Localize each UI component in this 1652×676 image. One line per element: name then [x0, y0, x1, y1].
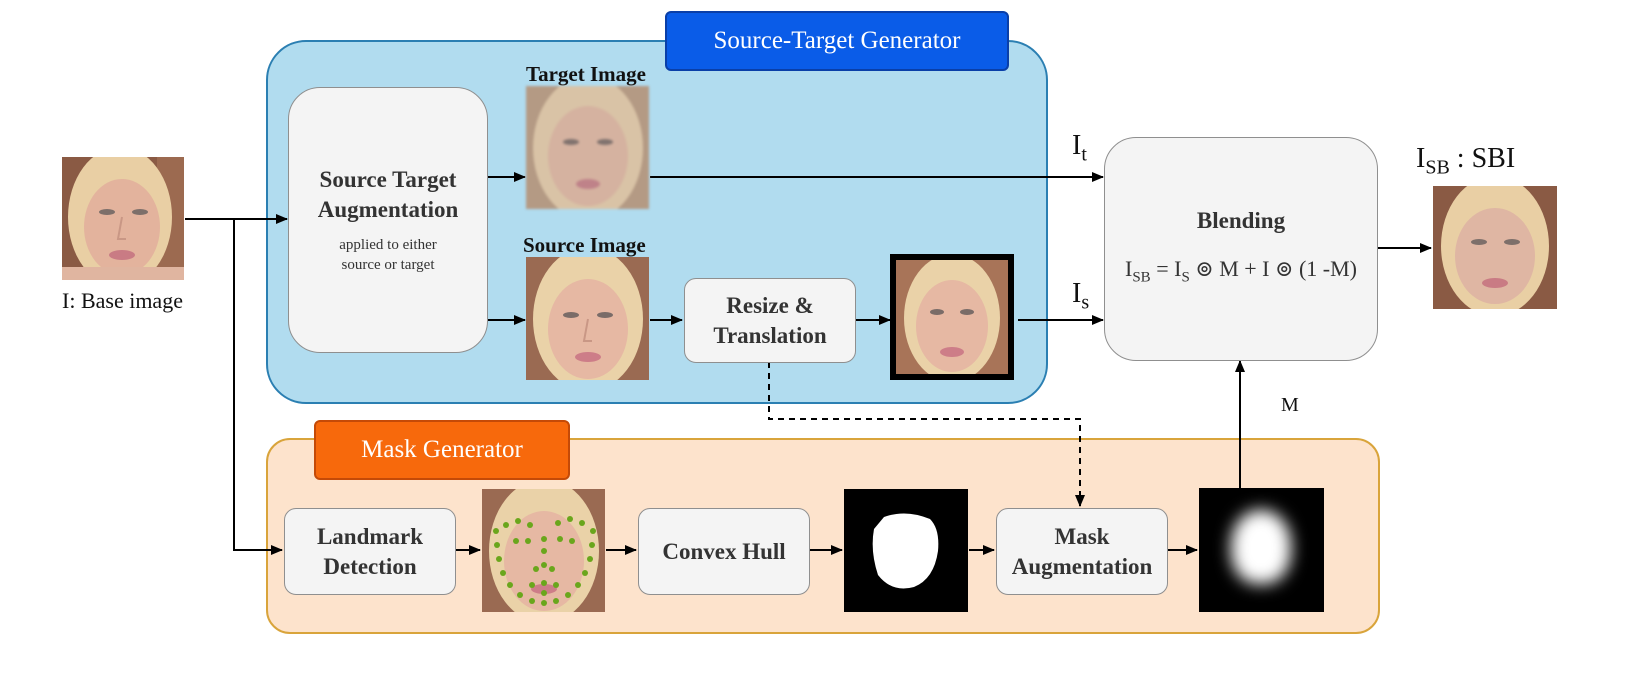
face-graphic — [62, 157, 184, 280]
convex-hull-label: Convex Hull — [662, 538, 786, 564]
blurred-mask-blob — [1231, 510, 1291, 584]
source-target-augmentation-box: Source Target Augmentation applied to ei… — [288, 87, 488, 353]
sta-title: Source Target Augmentation — [317, 167, 459, 222]
hull-mask-graphic — [844, 489, 968, 612]
blurred-mask-image — [1199, 488, 1324, 612]
edge-label-it: It — [1072, 130, 1087, 166]
mask-title: Mask Generator — [314, 420, 570, 480]
convex-hull-box: Convex Hull — [638, 508, 810, 595]
face-graphic — [526, 86, 649, 209]
output-label: ISB : SBI — [1416, 143, 1516, 179]
mask-aug-label: Mask Augmentation — [1011, 523, 1153, 579]
face-graphic — [482, 489, 605, 612]
face-graphic — [1433, 186, 1557, 309]
base-image — [62, 157, 184, 280]
resize-translation-box: Resize & Translation — [684, 278, 856, 363]
blending-title: Blending — [1196, 207, 1286, 233]
base-image-label: I: Base image — [62, 288, 183, 313]
face-graphic — [526, 257, 649, 380]
sta-note: applied to either source or target — [339, 237, 437, 273]
hull-mask-image — [844, 489, 968, 612]
face-graphic — [896, 260, 1008, 374]
mask-augmentation-box: Mask Augmentation — [996, 508, 1168, 595]
target-image — [526, 86, 649, 209]
landmark-dots — [493, 516, 596, 606]
landmark-detection-box: Landmark Detection — [284, 508, 456, 595]
landmark-label: Landmark Detection — [316, 523, 424, 579]
resized-source-image — [890, 254, 1014, 380]
target-image-label: Target Image — [526, 62, 646, 86]
resize-label: Resize & Translation — [713, 292, 827, 348]
source-image — [526, 257, 649, 380]
output-image — [1433, 186, 1557, 309]
landmark-face-image — [482, 489, 605, 612]
arrow-resize-to-mask-aug — [768, 362, 1085, 507]
edge-label-m: M — [1281, 394, 1299, 416]
blending-formula: ISB = IS ⊚ M + I ⊚ (1 -M) — [1125, 255, 1357, 286]
blending-box: Blending ISB = IS ⊚ M + I ⊚ (1 -M) — [1104, 137, 1378, 361]
source-target-title-text: Source-Target Generator — [713, 27, 961, 54]
mask-title-text: Mask Generator — [361, 436, 523, 463]
arrow-base-to-landmark — [233, 219, 283, 555]
source-target-title: Source-Target Generator — [665, 11, 1009, 71]
edge-label-is: Is — [1072, 278, 1090, 314]
source-image-label: Source Image — [523, 233, 646, 257]
